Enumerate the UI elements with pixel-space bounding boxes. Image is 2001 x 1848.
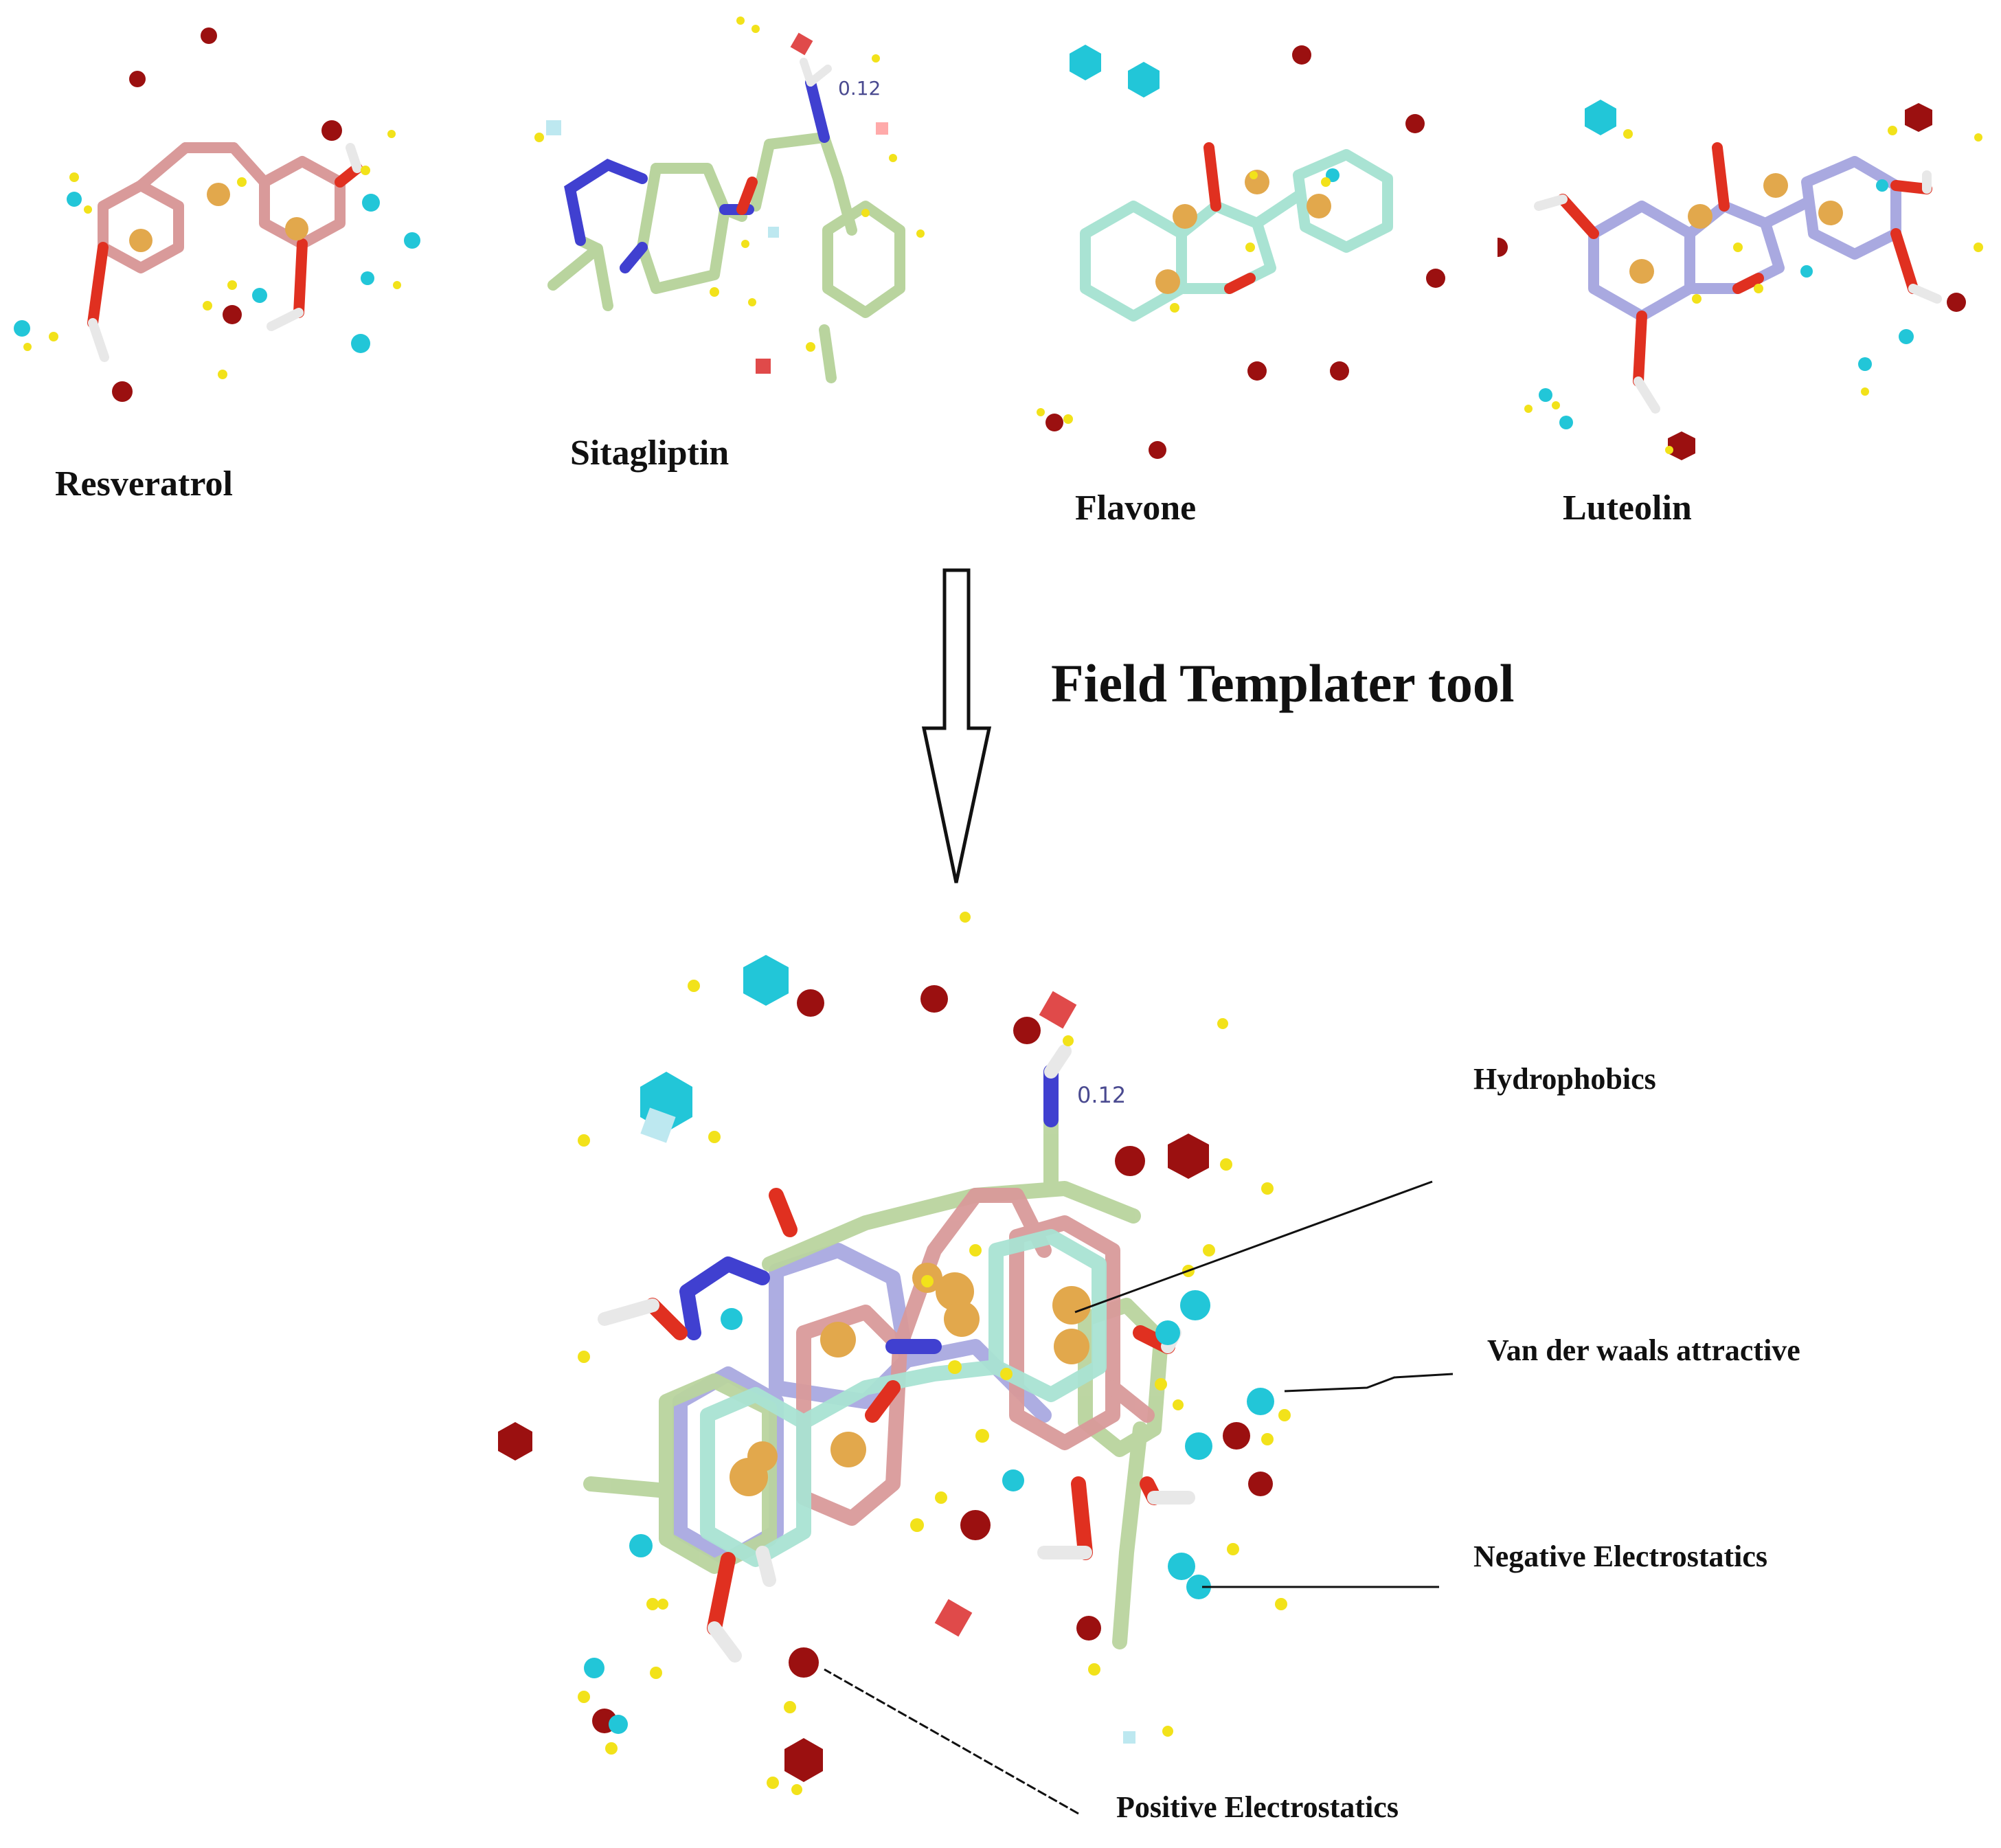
legend-positive: Positive Electrostatics [1116,1790,1399,1824]
aligned-overlay: 0.12 [481,893,1511,1848]
sitagliptin-structure: 0.12 [481,0,927,440]
luteolin-structure [1497,0,2001,481]
resveratrol-field-points [14,27,420,402]
vdw-leader [1284,1373,1454,1393]
flavone-structure [989,0,1484,481]
legend-negative: Negative Electrostatics [1473,1540,1768,1573]
resveratrol-structure [0,0,467,440]
sitagliptin-field-points [534,16,925,374]
charge-label: 0.12 [838,77,881,100]
legend-vdw: Van der waals attractive [1487,1333,1800,1367]
flavone-field-points [1037,45,1445,459]
field-templater-label: Field Templater tool [1051,653,1515,713]
legend-hydrophobics: Hydrophobics [1473,1062,1656,1096]
flavone-label: Flavone [1075,488,1197,528]
resveratrol-label: Resveratrol [55,464,233,504]
overlay-charge-label: 0.12 [1077,1082,1126,1108]
luteolin-label: Luteolin [1563,488,1692,528]
overlay-field-points [498,912,1291,1795]
process-arrow [921,568,992,883]
sitagliptin-label: Sitagliptin [570,433,730,473]
positive-leader [824,1668,1079,1815]
luteolin-field-points [1497,100,1983,460]
hydrophobics-leader [1074,1180,1433,1314]
